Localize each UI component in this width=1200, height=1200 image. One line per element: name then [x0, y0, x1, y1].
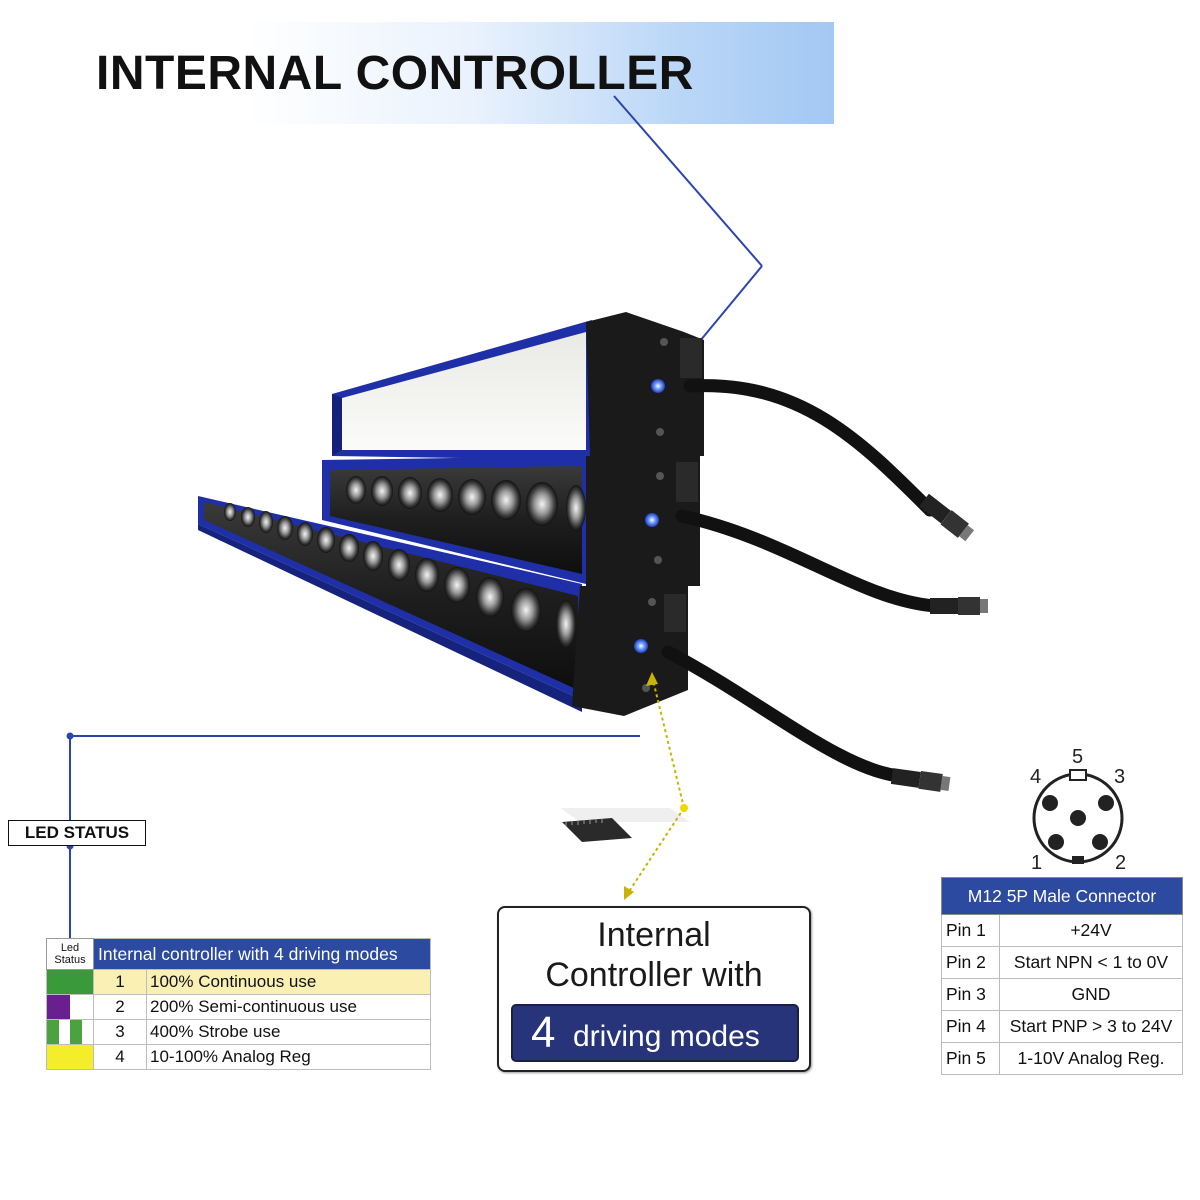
pointer-arrow	[625, 675, 685, 897]
mode-number: 2	[93, 994, 147, 1020]
led-header-line2: Status	[54, 954, 86, 966]
mode-description: 200% Semi-continuous use	[146, 994, 431, 1020]
pin-number-2: 2	[1115, 852, 1127, 874]
pin-function: GND	[999, 978, 1183, 1011]
connector-pin-table: M12 5P Male Connector Pin 1 +24V Pin 2 S…	[941, 877, 1183, 1075]
table-row: Pin 1 +24V	[941, 914, 1183, 947]
pin-label: Pin 1	[941, 914, 1000, 947]
led-status-swatch	[47, 1020, 93, 1044]
led-status-header: Led Status	[46, 938, 94, 970]
pin-number-1: 1	[1031, 852, 1043, 874]
pin-function: Start PNP > 3 to 24V	[999, 1010, 1183, 1043]
mode-description: 100% Continuous use	[146, 969, 431, 995]
table-row: Pin 4 Start PNP > 3 to 24V	[941, 1010, 1183, 1043]
swatch-segment	[47, 970, 93, 994]
led-bar-top	[332, 320, 592, 460]
pin-label: Pin 5	[941, 1042, 1000, 1075]
swatch-segment	[47, 995, 70, 1019]
led-bar-middle	[322, 456, 586, 584]
pin-function: 1-10V Analog Reg.	[999, 1042, 1183, 1075]
pin-number-4: 4	[1030, 766, 1042, 788]
mode-number: 3	[93, 1019, 147, 1045]
swatch-segment	[70, 1020, 82, 1044]
table-row: 3 400% Strobe use	[46, 1019, 431, 1045]
mode-description: 400% Strobe use	[146, 1019, 431, 1045]
pin-number-3: 3	[1114, 766, 1126, 788]
driving-modes-count: 4	[531, 1008, 556, 1057]
led-status-swatch	[47, 995, 93, 1019]
led-status-swatch	[47, 1045, 93, 1069]
table-row: 2 200% Semi-continuous use	[46, 994, 431, 1020]
connector-table-title: M12 5P Male Connector	[941, 877, 1183, 915]
callout-line1: Internal	[597, 916, 711, 954]
pin-label: Pin 4	[941, 1010, 1000, 1043]
callout-line2: Controller with	[545, 956, 763, 994]
controller-housings	[572, 312, 704, 716]
cables	[661, 379, 942, 783]
table-row: 4 10-100% Analog Reg	[46, 1044, 431, 1070]
junction-dot	[66, 732, 74, 740]
table-row: Pin 3 GND	[941, 978, 1183, 1011]
table-row: 1 100% Continuous use	[46, 969, 431, 995]
connector-pinout-icon	[1032, 769, 1124, 864]
table-row: Pin 5 1-10V Analog Reg.	[941, 1042, 1183, 1075]
led-status-swatch	[47, 970, 93, 994]
title-banner	[80, 22, 834, 124]
mode-number: 4	[93, 1044, 147, 1070]
pin-function: Start NPN < 1 to 0V	[999, 946, 1183, 979]
pin-label: Pin 2	[941, 946, 1000, 979]
swatch-segment	[70, 995, 93, 1019]
driving-modes-table: Led Status Internal controller with 4 dr…	[46, 938, 431, 1070]
mode-description: 10-100% Analog Reg	[146, 1044, 431, 1070]
table-row: Pin 2 Start NPN < 1 to 0V	[941, 946, 1183, 979]
page-title: INTERNAL CONTROLLER	[96, 47, 694, 100]
swatch-segment	[58, 1020, 70, 1044]
swatch-segment	[47, 1020, 59, 1044]
chip-icon	[560, 808, 690, 842]
led-header-line1: Led	[60, 942, 80, 954]
indicator-led-icon	[634, 379, 665, 653]
m12-connector-plug-icon	[890, 493, 988, 792]
swatch-segment	[81, 1020, 93, 1044]
pin-label: Pin 3	[941, 978, 1000, 1011]
driving-modes-label: driving modes	[573, 1020, 760, 1053]
driving-modes-badge: 4 driving modes	[511, 1004, 799, 1062]
pin-number-5: 5	[1072, 746, 1084, 768]
led-status-label: LED STATUS	[8, 820, 146, 846]
swatch-segment	[47, 1045, 93, 1069]
pin-function: +24V	[999, 914, 1183, 947]
controller-callout: Internal Controller with 4 driving modes	[497, 906, 811, 1072]
modes-table-title: Internal controller with 4 driving modes	[93, 938, 431, 970]
led-bar-bottom	[198, 496, 582, 712]
mode-number: 1	[93, 969, 147, 995]
